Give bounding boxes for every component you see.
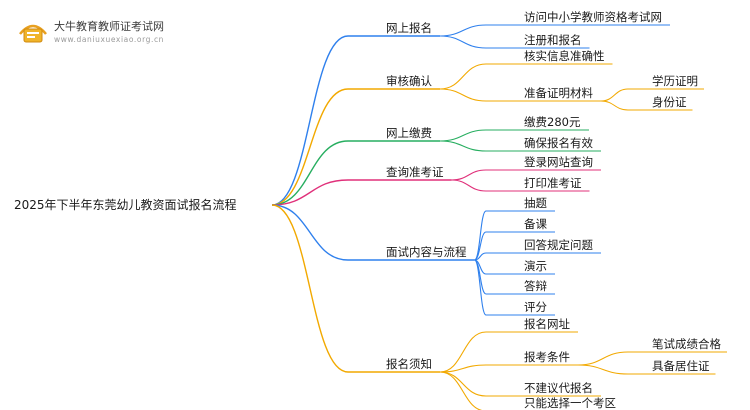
branch-connector: [271, 204, 349, 373]
brand-url: www.daniuxuexiao.org.cn: [54, 35, 165, 44]
child-connector: [439, 24, 487, 37]
child-connector: [439, 88, 487, 102]
branch-node: 审核确认: [386, 74, 432, 88]
branch-connector: [271, 140, 349, 206]
child-connector: [474, 231, 487, 261]
child-connector: [439, 331, 487, 373]
watermark: 大牛教育教师证考试网 www.daniuxuexiao.org.cn: [16, 14, 206, 48]
child-node: 报名网址: [524, 317, 570, 331]
grandchild-node: 学历证明: [652, 74, 698, 88]
child-connector: [439, 35, 487, 49]
child-node: 打印准考证: [524, 176, 582, 190]
child-node: 访问中小学教师资格考试网: [524, 10, 662, 24]
grandchild-node: 笔试成绩合格: [652, 337, 721, 351]
child-node: 报考条件: [524, 350, 570, 364]
branch-node: 报名须知: [386, 357, 432, 371]
child-node: 缴费280元: [524, 115, 581, 129]
root-node: 2025年下半年东莞幼儿教资面试报名流程: [14, 197, 237, 212]
grandchild-connector: [577, 364, 629, 375]
child-connector: [439, 63, 487, 90]
child-connector: [439, 140, 487, 152]
child-node: 备课: [524, 217, 547, 231]
branch-node: 网上缴费: [386, 126, 432, 140]
branch-node: 查询准考证: [386, 165, 444, 179]
child-connector: [473, 210, 487, 261]
child-node: 不建议代报名: [524, 381, 593, 395]
child-node: 核实信息准确性: [524, 49, 605, 63]
child-node: 回答规定问题: [524, 238, 593, 252]
grandchild-connector: [577, 351, 629, 366]
child-connector: [439, 129, 487, 142]
child-node: 登录网站查询: [524, 155, 593, 169]
child-node: 准备证明材料: [524, 86, 593, 100]
child-node: 确保报名有效: [524, 136, 593, 150]
child-node: 抽题: [524, 196, 547, 210]
child-node: 评分: [524, 300, 547, 314]
grandchild-connector: [600, 88, 629, 102]
branch-connector: [271, 179, 349, 206]
branch-node: 网上报名: [386, 21, 432, 35]
branch-connector: [271, 88, 349, 206]
child-connector: [451, 169, 487, 181]
logo-icon: [19, 24, 47, 43]
branch-connector: [271, 35, 349, 206]
child-connector: [451, 179, 487, 192]
branch-node: 面试内容与流程: [386, 245, 467, 259]
child-node: 演示: [524, 259, 547, 273]
grandchild-node: 身份证: [652, 95, 687, 109]
child-connector: [473, 259, 487, 316]
brand-name: 大牛教育教师证考试网: [54, 20, 164, 33]
child-connector: [439, 371, 484, 410]
branch-connector: [271, 204, 349, 261]
child-node: 注册和报名: [524, 33, 582, 47]
grandchild-connector: [600, 100, 629, 111]
child-node: 答辩: [524, 279, 547, 293]
grandchild-node: 具备居住证: [652, 359, 710, 373]
child-node: 只能选择一个考区: [524, 396, 616, 410]
child-connector: [439, 364, 487, 373]
